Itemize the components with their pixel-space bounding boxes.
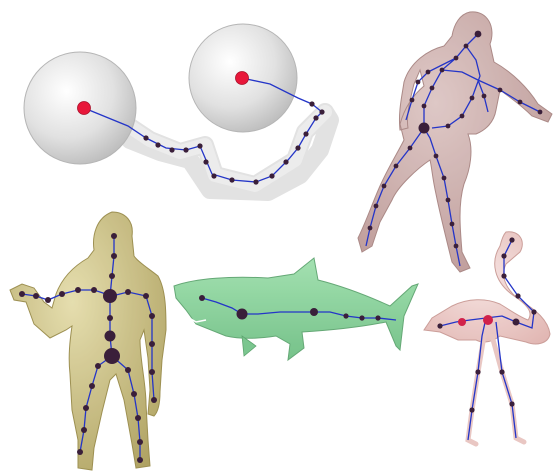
flamingo-model bbox=[424, 232, 550, 444]
sphere-left-center-joint bbox=[78, 102, 91, 115]
spheres-model bbox=[24, 24, 330, 192]
shark-model bbox=[174, 258, 418, 360]
flamingo-legs bbox=[468, 336, 524, 444]
muscular-man-model bbox=[10, 212, 166, 470]
woman-mesh bbox=[358, 12, 552, 272]
sphere-right-center-joint bbox=[236, 72, 249, 85]
shark-mesh bbox=[174, 258, 418, 360]
walking-woman-model bbox=[358, 12, 552, 272]
man-mesh bbox=[10, 212, 166, 470]
